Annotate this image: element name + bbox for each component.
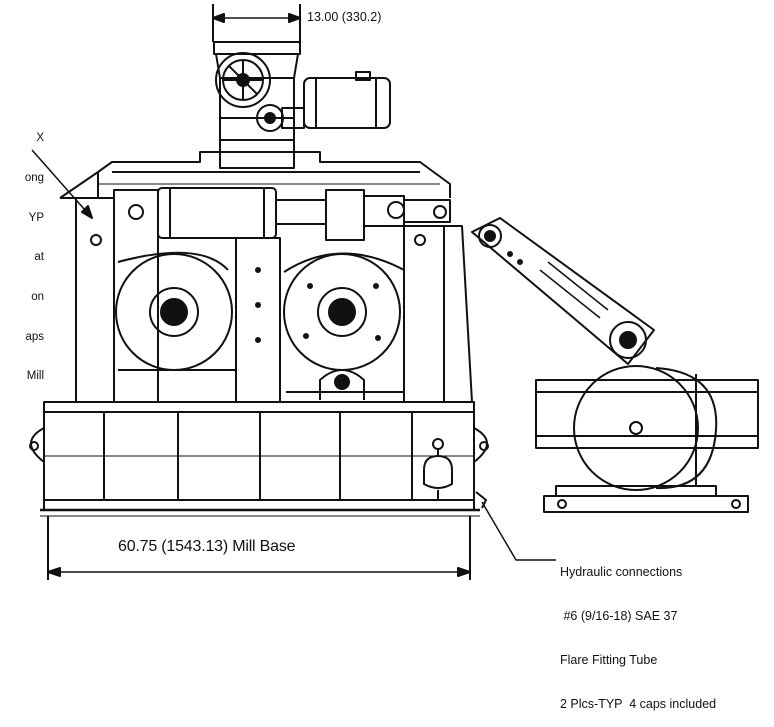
mill-base-dimension: 60.75 (1543.13) Mill Base <box>118 538 296 555</box>
hydraulic-cylinder <box>157 187 451 241</box>
drive-gear <box>215 52 271 108</box>
bearing-block <box>286 369 404 400</box>
base-dimension-line <box>47 516 471 580</box>
hydraulic-callout-line: 2 Plcs-TYP 4 caps included <box>560 697 717 712</box>
hydraulic-callout: Hydraulic connections #6 (9/16-18) SAE 3… <box>560 535 716 727</box>
mill-base <box>29 401 489 517</box>
left-callout-line: Mill <box>26 370 44 383</box>
hydraulic-callout-line: Flare Fitting Tube <box>560 653 658 667</box>
feed-hopper <box>213 41 301 169</box>
right-side-frame <box>403 225 473 403</box>
left-callout-line: X <box>36 132 44 145</box>
hydraulic-fitting <box>423 438 487 509</box>
hydraulic-callout-line: Hydraulic connections <box>560 564 683 579</box>
top-width-dimension: 13.00 (330.2) <box>307 10 382 24</box>
mill-top-cover <box>59 151 451 199</box>
leader-left <box>31 149 93 219</box>
top-dimension-line <box>212 4 301 42</box>
left-callout-line: ong <box>24 172 44 185</box>
left-callout-line: aps <box>25 330 44 343</box>
mill-technical-drawing <box>29 4 759 580</box>
main-drive-motor <box>535 365 759 513</box>
left-callout-line: YP <box>28 211 44 224</box>
left-roll <box>115 251 236 371</box>
leader-right <box>481 501 556 561</box>
center-plate <box>235 237 281 403</box>
right-roll <box>283 252 405 371</box>
feed-motor <box>281 71 391 129</box>
left-callout-line: at <box>34 251 44 264</box>
left-callout: X ong YP at on aps Mill <box>0 106 44 397</box>
swing-arm <box>471 217 655 365</box>
left-callout-line: on <box>31 291 44 304</box>
